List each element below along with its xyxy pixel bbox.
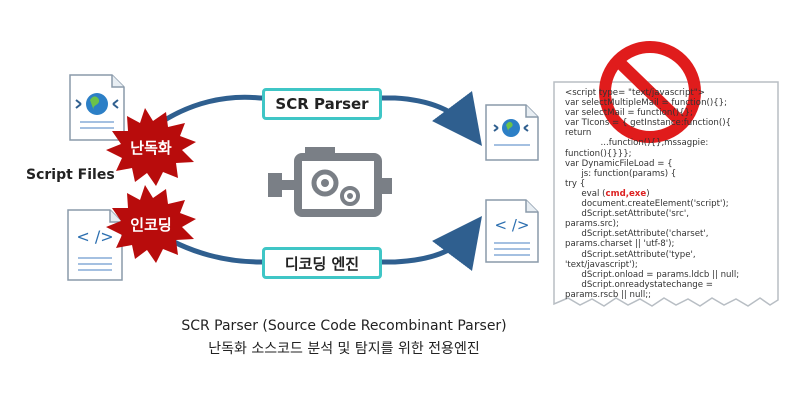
script-files-label: Script Files (26, 167, 115, 183)
code-line-text: ) (646, 188, 650, 199)
output-code-document-icon: < /> (485, 199, 539, 263)
code-highlight: cmd,exe (605, 188, 647, 199)
code-line: dScript.onload = params.ldcb || null; (565, 269, 740, 280)
code-line: return (565, 128, 592, 139)
code-line: var selectMultipleMail = function(){}; (565, 98, 728, 109)
obfuscation-label: 난독화 (130, 139, 172, 157)
caption-subtitle: 난독화 소스코드 분석 및 탐지를 위한 전용엔진 (208, 341, 480, 357)
code-line: <script type= "text/javascript"> (565, 88, 705, 98)
code-line: try { (565, 178, 586, 189)
code-line-text: eval ( (565, 188, 606, 199)
caption-title: SCR Parser (Source Code Recombinant Pars… (181, 318, 507, 334)
html-document-icon (69, 74, 125, 141)
code-paper (553, 81, 779, 307)
code-line: dScript.onreadystatechange = (565, 279, 713, 290)
top-flow-arrow (148, 90, 483, 146)
output-html-document-icon (485, 104, 539, 161)
code-line: ...function(){},mssagpie: (565, 138, 709, 149)
engine-gear-icon (268, 147, 392, 217)
encoding-label: 인코딩 (130, 216, 172, 234)
code-line: function(){}}}; (565, 148, 632, 159)
decoding-engine-label: 디코딩 엔진 (262, 247, 382, 279)
code-line: params.charset || 'utf-8'); (565, 239, 675, 250)
code-line: eval (cmd,exe) (565, 189, 775, 199)
code-line: dScript.setAttribute('type', (565, 249, 696, 260)
encoding-burst (106, 185, 196, 263)
code-line: var selectMail = function(){}; (565, 108, 693, 119)
code-line: 'text/javascript'); (565, 259, 638, 270)
obfuscation-burst (106, 108, 196, 186)
code-line: params.rscb || null;; (565, 289, 652, 300)
code-line: dScript.setAttribute('src', (565, 209, 689, 220)
code-line: js: function(params) { (565, 168, 677, 179)
code-line: dScript.setAttribute('charset', (565, 229, 709, 240)
bottom-flow-arrow (148, 216, 483, 272)
svg-text:< />: < /> (495, 216, 530, 234)
svg-text:< />: < /> (76, 227, 113, 246)
code-line: var DynamicFileLoad = { (565, 158, 673, 169)
code-line: params.src); (565, 219, 619, 230)
prohibition-icon (599, 41, 701, 143)
code-line: document.createElement('script'); (565, 199, 729, 210)
code-snippet: <script type= "text/javascript">var sele… (565, 88, 775, 300)
scr-parser-label: SCR Parser (262, 88, 382, 120)
code-line: var TIcons = { getInstance:function(){ (565, 118, 732, 129)
